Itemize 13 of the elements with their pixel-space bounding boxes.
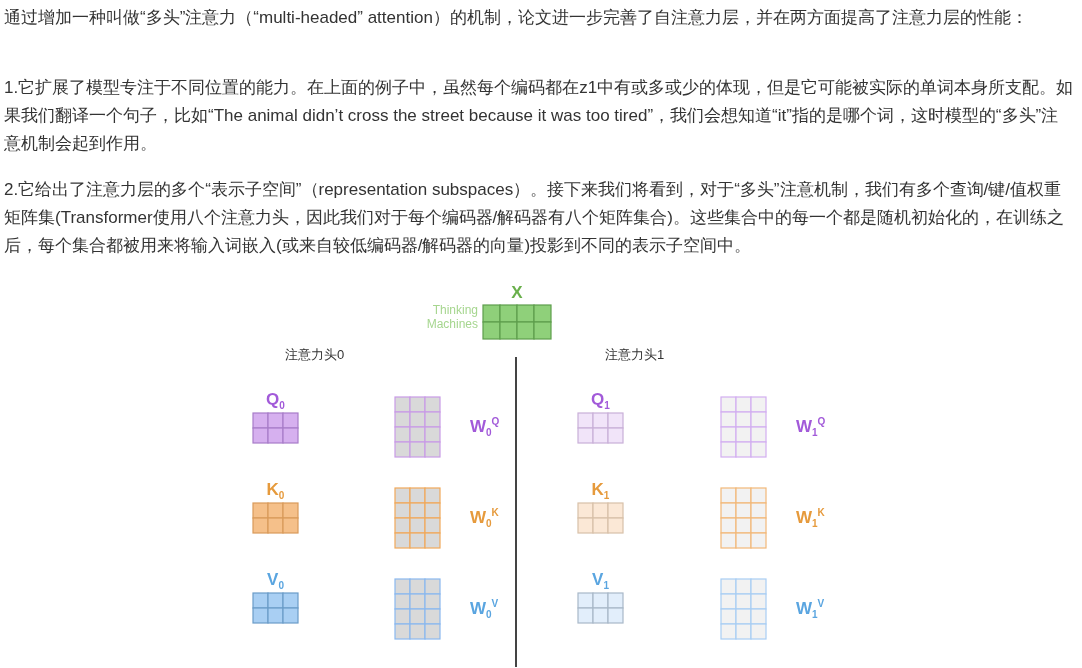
- head-title: 注意力头1: [605, 346, 665, 364]
- head-title: 注意力头0: [285, 346, 345, 364]
- paragraph: 2.它给出了注意力层的多个“表示子空间”（representation subspaces）。接下来我们将看到，对于“多头”注意机制，我们有多个查询/键/值权重矩阵集(Transformer使用八个注意力头，因此我们对于每个编码器/解码器有八个矩阵集合)。这些集合中的每一个都是随机初始化的，在训练之后，每个集合都被用来将输入词嵌入(或来自较低编码器/解码器的向量)投影到不同的表示子空间中。: [4, 179, 1065, 257]
- paragraph: 通过增加一种叫做“多头”注意力（“multi-headed” attention）的机制，论文进一步完善了自注意力层，并在两方面提高了注意力层的性能：: [4, 7, 1029, 29]
- matrix-label: V$_{1}$: [591, 569, 610, 591]
- matrix-label: K$_{0}$: [265, 479, 286, 501]
- matrix-label: K$_{1}$: [590, 479, 611, 501]
- matrix-label: X: [510, 283, 524, 303]
- matrix-label: V$_{0}$: [266, 569, 285, 591]
- paragraph: 1.它扩展了模型专注于不同位置的能力。在上面的例子中，虽然每个编码都在z1中有或多或少的体现，但是它可能被实际的单词本身所支配。如果我们翻译一个句子，比如“The animal didn’t cross the street because it was too tired”，我们会想知道“it”指的是哪个词，这时模型的“多头”注意机制会起到作用。: [4, 77, 1074, 155]
- matrix-label: Q$_{0}$: [265, 389, 286, 411]
- matrix-label: Q$_{1}$: [590, 389, 611, 411]
- row-label: Thinking Machines: [425, 303, 478, 331]
